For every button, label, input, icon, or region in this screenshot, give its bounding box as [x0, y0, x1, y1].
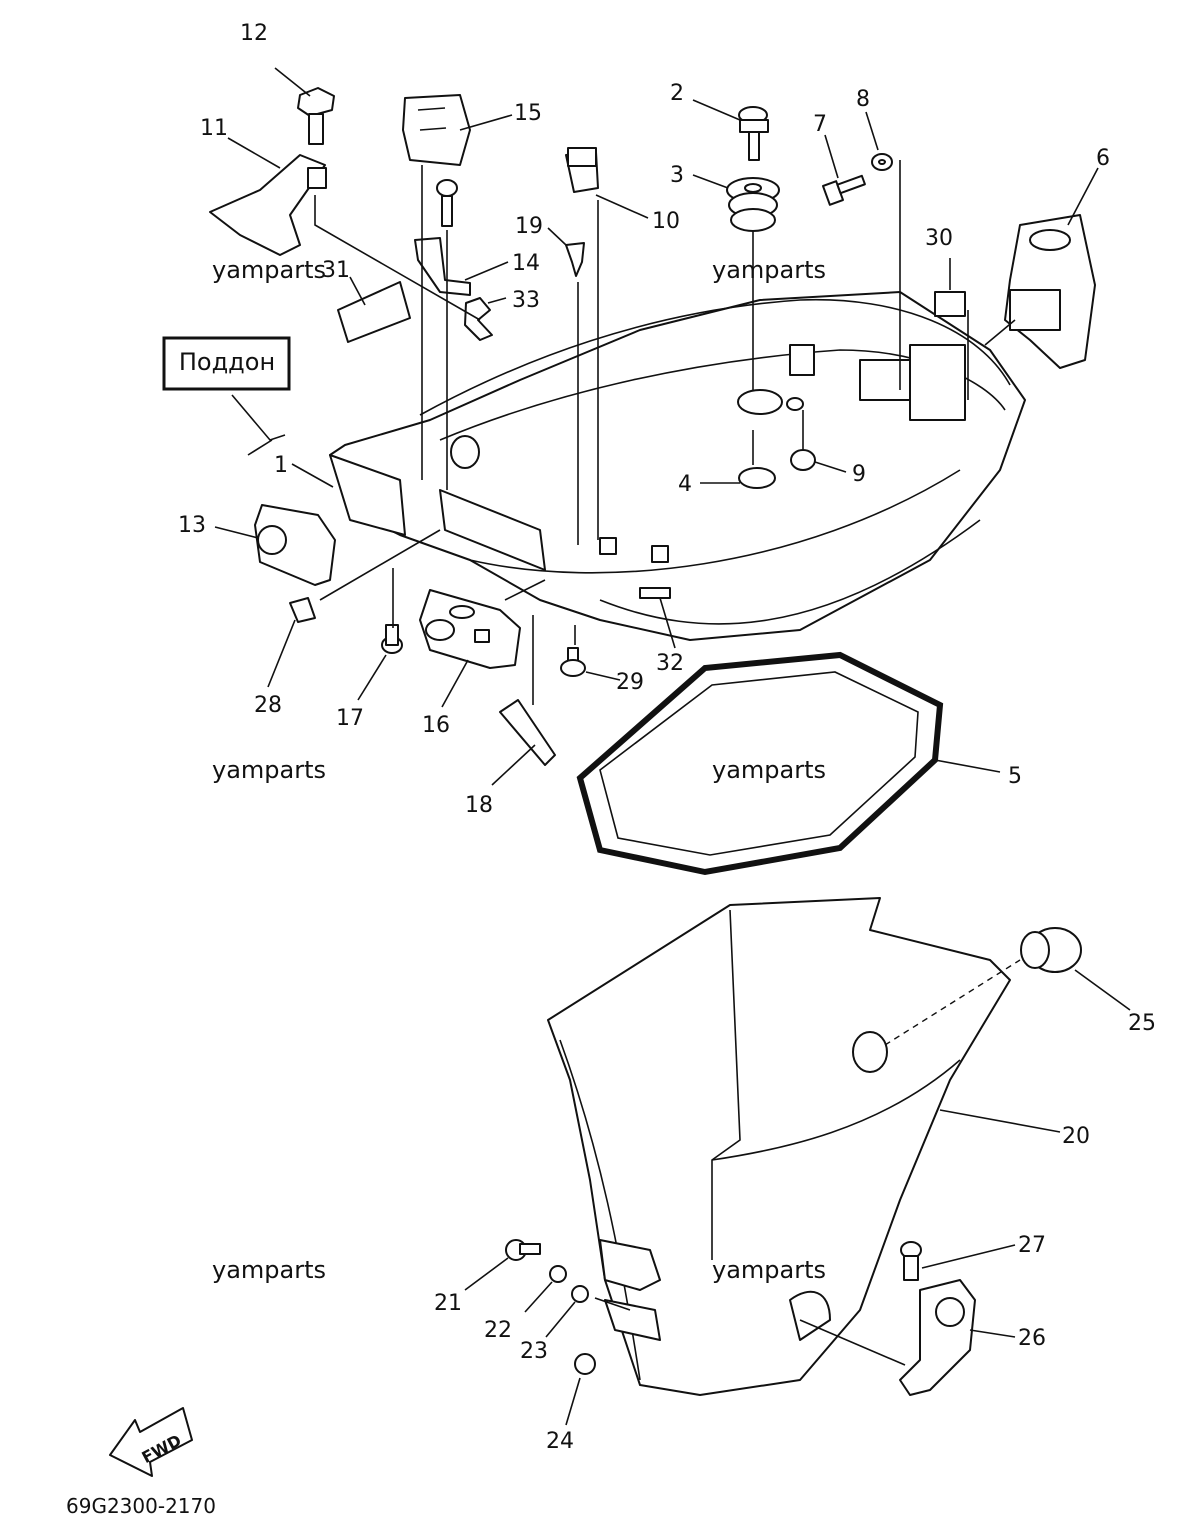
part-label-12: 12: [240, 21, 268, 46]
part-label-11: 11: [200, 116, 228, 141]
apron: [547, 897, 1021, 1396]
watermark: yamparts: [212, 756, 326, 784]
watermark: yamparts: [212, 1256, 326, 1284]
part-label-8: 8: [856, 87, 870, 112]
part-label-24: 24: [546, 1429, 574, 1454]
part-label-23: 23: [520, 1339, 548, 1364]
part-label-7: 7: [813, 112, 827, 137]
part-label-33: 33: [512, 288, 540, 313]
part-label-4: 4: [678, 472, 692, 497]
watermark: yamparts: [712, 756, 826, 784]
part-label-27: 27: [1018, 1233, 1046, 1258]
bottom-cowling: [329, 291, 1026, 641]
part-label-19: 19: [515, 214, 543, 239]
part-label-3: 3: [670, 163, 684, 188]
part-labels: 1 2 3 4 5 6 7 8 9 10 11 12 13 14 15 16 1…: [178, 21, 1156, 1454]
part-label-15: 15: [514, 101, 542, 126]
part-label-6: 6: [1096, 146, 1110, 171]
part-label-25: 25: [1128, 1011, 1156, 1036]
callout-box: Поддон: [162, 336, 291, 391]
part-label-9: 9: [852, 462, 866, 487]
part-label-26: 26: [1018, 1326, 1046, 1351]
callout-label: Поддон: [179, 348, 275, 376]
part-label-30: 30: [925, 226, 953, 251]
part-label-14: 14: [512, 251, 540, 276]
part-label-22: 22: [484, 1318, 512, 1343]
watermark: yamparts: [212, 256, 326, 284]
part-label-28: 28: [254, 693, 282, 718]
part-label-13: 13: [178, 513, 206, 538]
small-parts: [209, 87, 1096, 1396]
watermark: yamparts: [712, 256, 826, 284]
part-label-21: 21: [434, 1291, 462, 1316]
part-label-16: 16: [422, 713, 450, 738]
part-label-18: 18: [465, 793, 493, 818]
part-label-32: 32: [656, 651, 684, 676]
part-label-1: 1: [274, 453, 288, 478]
part-code: 69G2300-2170: [66, 1494, 216, 1518]
fwd-arrow: FWD: [109, 1407, 193, 1477]
part-label-20: 20: [1062, 1124, 1090, 1149]
part-label-29: 29: [616, 670, 644, 695]
part-label-2: 2: [670, 81, 684, 106]
watermark: yamparts: [712, 1256, 826, 1284]
leader-lines: [214, 67, 1131, 1426]
part-label-17: 17: [336, 706, 364, 731]
assembly-lines: [314, 160, 1016, 1366]
watermarks: yamparts yamparts yamparts yamparts yamp…: [212, 256, 826, 1284]
part-label-10: 10: [652, 209, 680, 234]
part-label-5: 5: [1008, 764, 1022, 789]
part-label-31: 31: [322, 258, 350, 283]
